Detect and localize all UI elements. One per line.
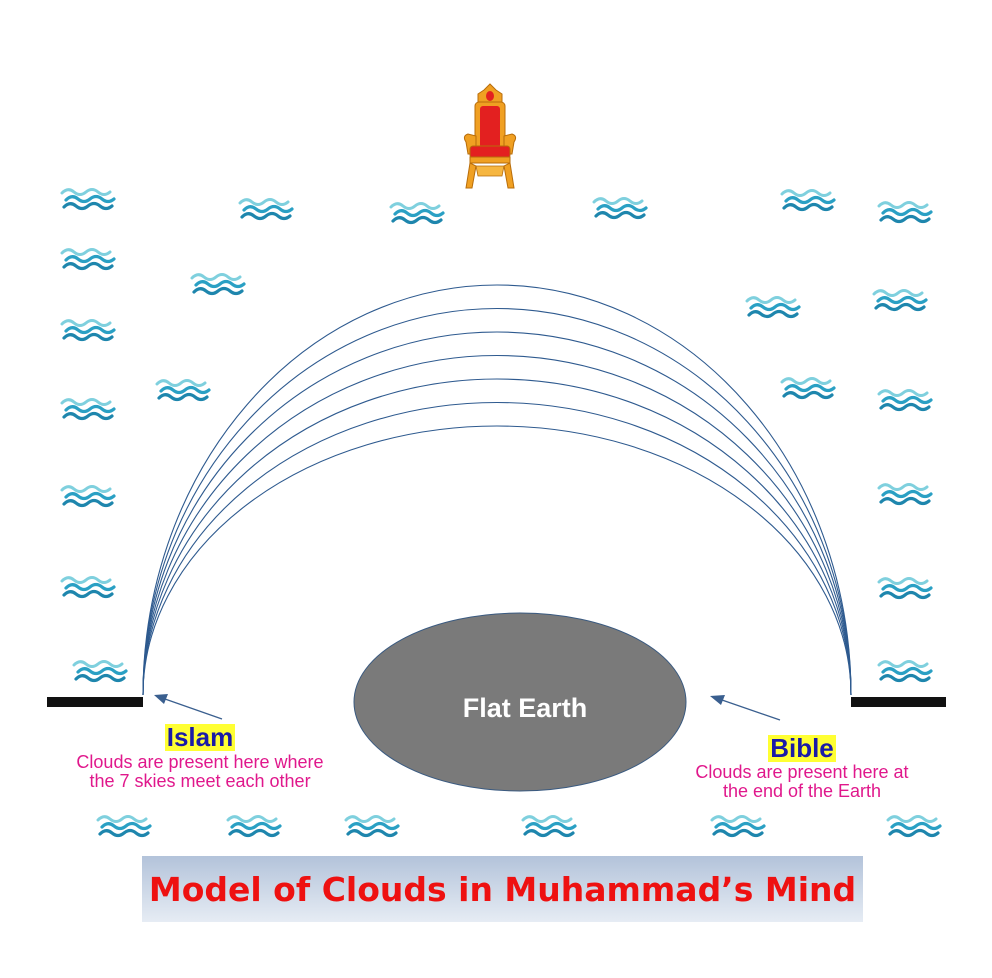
- cloud-icon: [60, 247, 116, 271]
- sky-arc: [142, 355, 852, 696]
- cloud-icon: [96, 814, 152, 838]
- cloud-icon: [72, 659, 128, 683]
- throne-icon: [463, 83, 517, 189]
- islam-caption-line1: Clouds are present here where: [76, 752, 324, 772]
- cloud-icon: [60, 187, 116, 211]
- cloud-icon: [60, 318, 116, 342]
- cloud-icon: [389, 201, 445, 225]
- ground-edge-left: [47, 697, 143, 707]
- title-banner: Model of Clouds in Muhammad’s Mind: [142, 856, 863, 922]
- islam-label-group: Islam Clouds are present here where the …: [40, 724, 360, 791]
- flat-earth-ellipse: [353, 612, 687, 792]
- sky-arc: [142, 425, 852, 696]
- cloud-icon: [190, 272, 246, 296]
- cloud-icon: [60, 575, 116, 599]
- sky-arc: [142, 331, 852, 696]
- cloud-icon: [344, 814, 400, 838]
- cloud-icon: [592, 196, 648, 220]
- cloud-icon: [745, 295, 801, 319]
- bible-arrow: [710, 695, 781, 721]
- cloud-icon: [877, 576, 933, 600]
- cloud-icon: [60, 484, 116, 508]
- cloud-icon: [521, 814, 577, 838]
- page-title: Model of Clouds in Muhammad’s Mind: [148, 869, 857, 909]
- islam-arrow: [154, 694, 223, 720]
- cloud-icon: [710, 814, 766, 838]
- sky-arc: [142, 308, 852, 696]
- sky-arc: [142, 378, 852, 696]
- flat-earth-label: Flat Earth: [463, 693, 588, 723]
- cloud-icon: [780, 188, 836, 212]
- cloud-icon: [872, 288, 928, 312]
- cloud-icon: [877, 200, 933, 224]
- bible-label-group: Bible Clouds are present here at the end…: [662, 735, 942, 801]
- islam-caption-line2: the 7 skies meet each other: [89, 771, 311, 791]
- cloud-icon: [155, 378, 211, 402]
- islam-title: Islam: [164, 722, 236, 752]
- cloud-icon: [877, 482, 933, 506]
- seven-skies-arcs: [142, 284, 852, 696]
- cloud-icon: [238, 197, 294, 221]
- bible-caption-line2: the end of the Earth: [722, 781, 882, 801]
- cloud-icon: [780, 376, 836, 400]
- sky-arc: [142, 402, 852, 696]
- bible-title: Bible: [768, 733, 836, 763]
- cloud-icon: [877, 659, 933, 683]
- cloud-icon: [226, 814, 282, 838]
- cloud-icon: [60, 397, 116, 421]
- cloud-icon: [877, 388, 933, 412]
- bible-caption-line1: Clouds are present here at: [695, 762, 909, 782]
- sky-arc: [142, 284, 852, 696]
- ground-edge-right: [851, 697, 946, 707]
- cloud-icon: [886, 814, 942, 838]
